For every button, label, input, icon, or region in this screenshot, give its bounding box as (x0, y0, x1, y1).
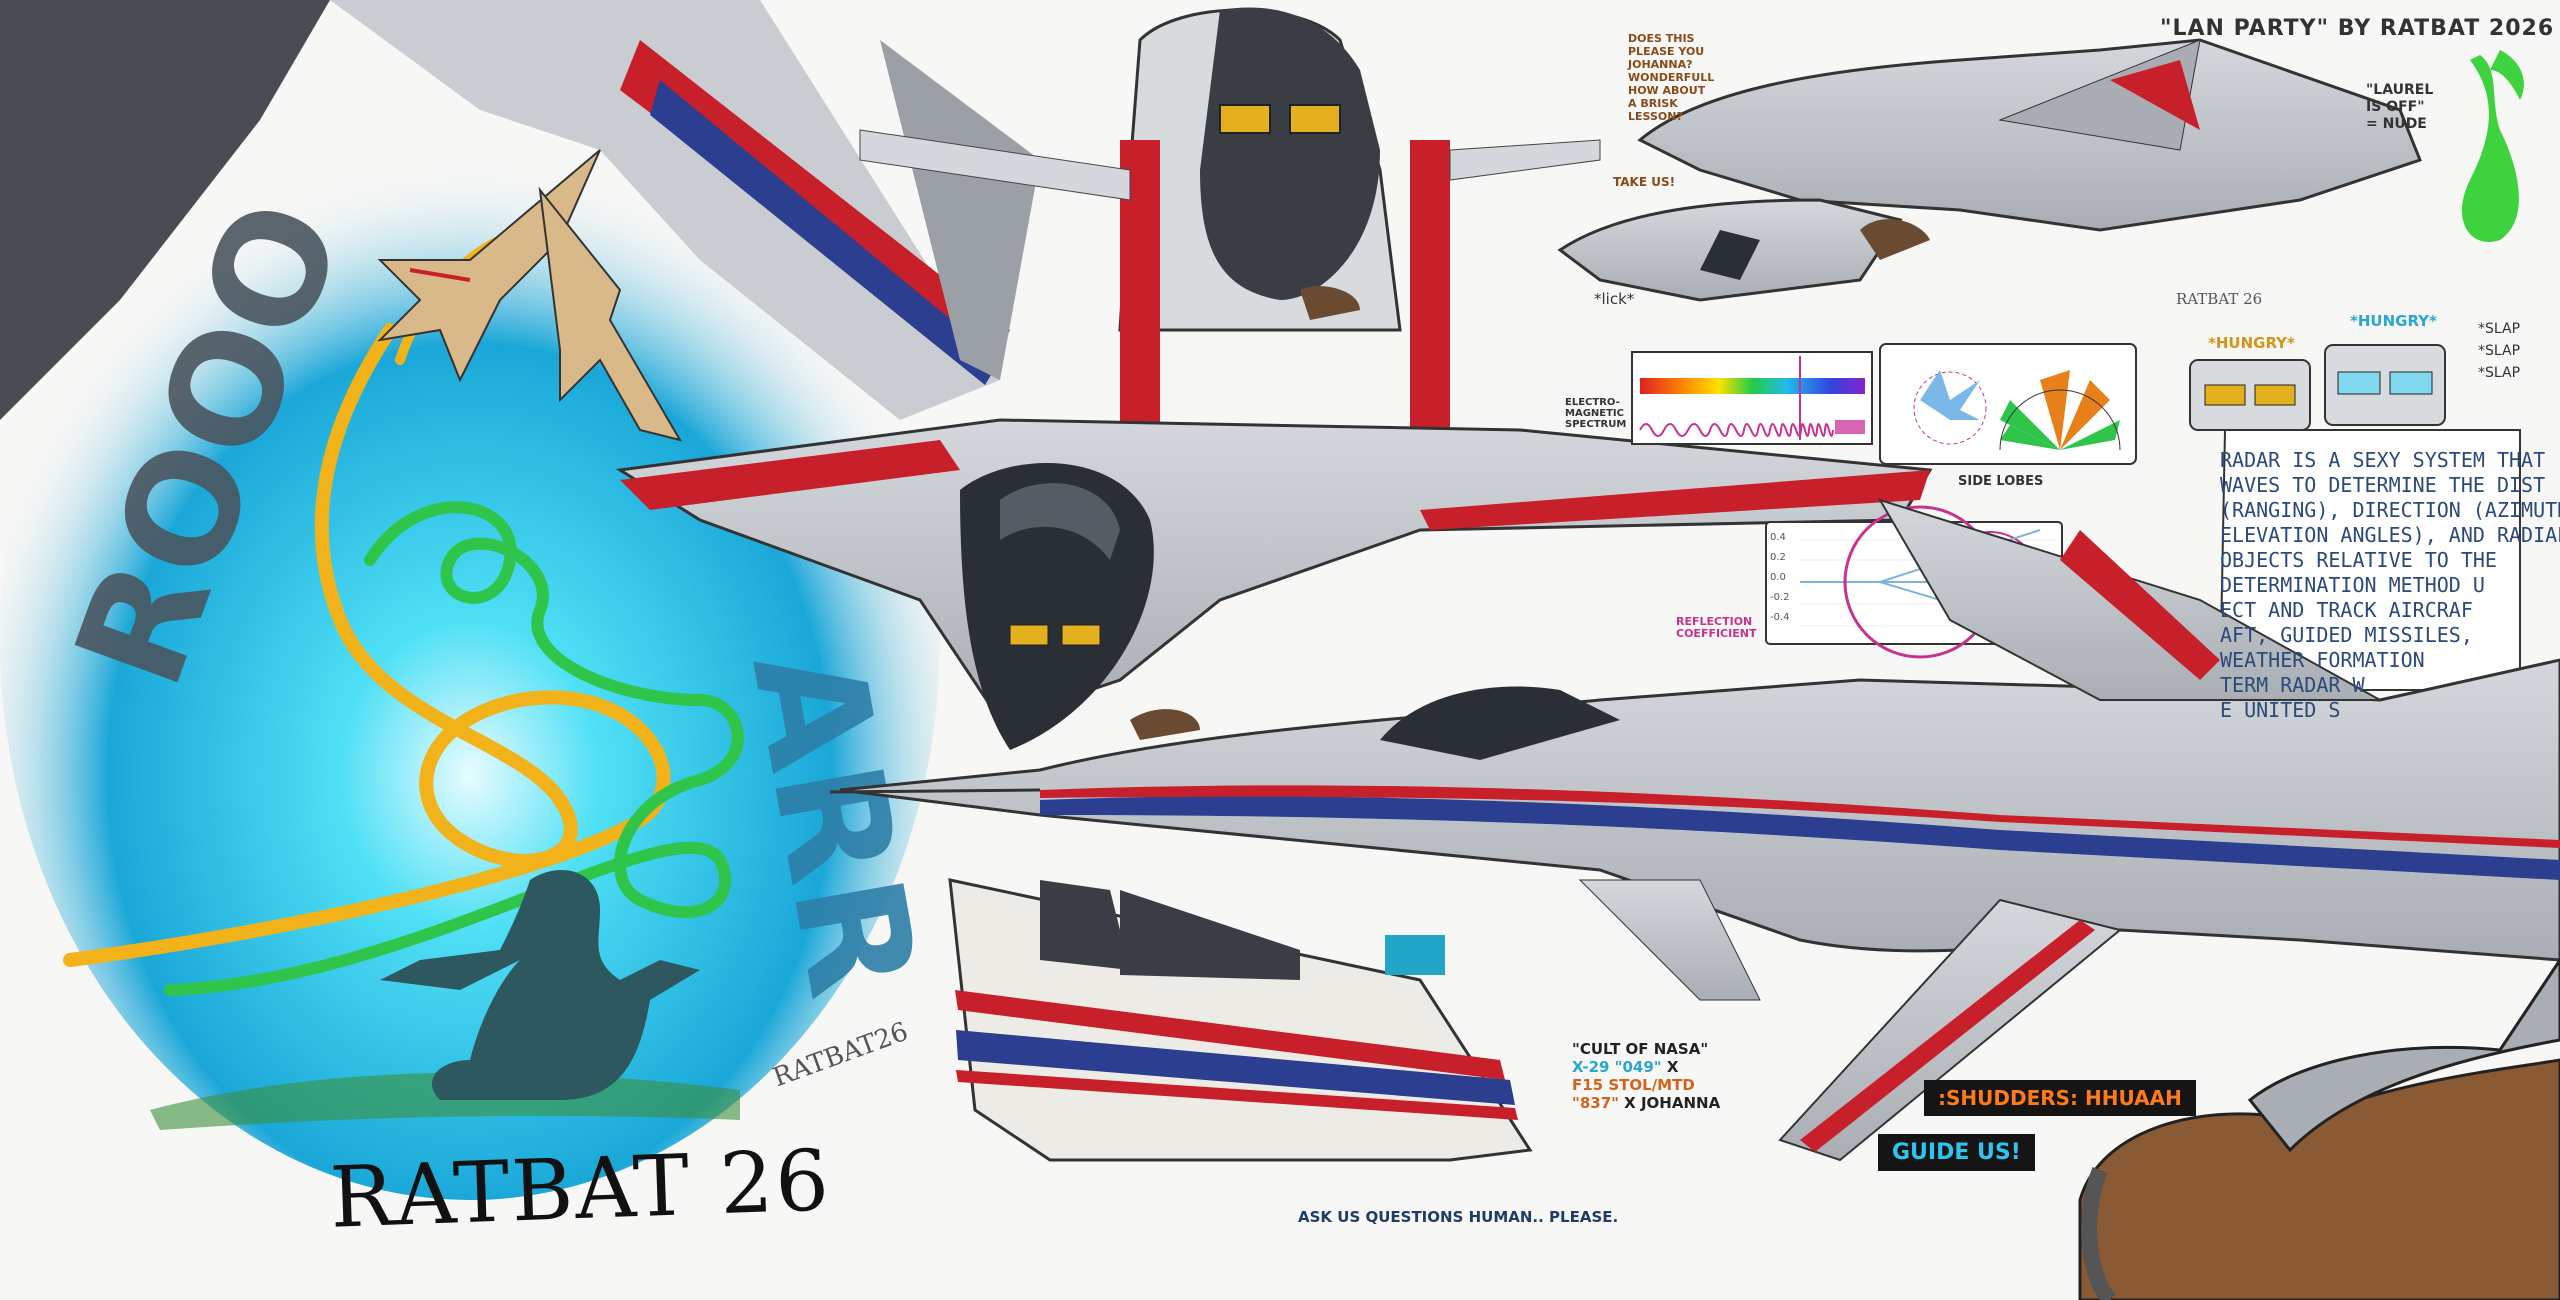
note-ask-us: ASK US QUESTIONS HUMAN.. PLEASE. (1298, 1208, 1619, 1226)
caption-guide-us: GUIDE US! (1878, 1134, 2035, 1171)
radar-line: E UNITED S (2220, 698, 2341, 722)
label-side-lobes: SIDE LOBES (1958, 474, 2044, 489)
radar-line: ECT AND TRACK AIRCRAF (2220, 598, 2473, 622)
note-lick: *lick* (1594, 290, 1635, 308)
note-line: LESSON? (1628, 110, 1683, 123)
radar-line: ELEVATION ANGLES), AND RADIAL (2220, 523, 2560, 547)
note-line: A BRISK (1628, 97, 1678, 110)
radar-line: WEATHER FORMATION (2220, 648, 2425, 672)
radar-description: RADAR IS A SEXY SYSTEM THAT WAVES TO DET… (2220, 448, 2560, 723)
tick-label: 0.4 (1770, 532, 1786, 543)
note-line: *SLAP (2478, 343, 2521, 359)
note-line: *SLAP (2478, 321, 2521, 337)
label-line: ELECTRO- (1565, 397, 1620, 408)
laurel-icon (2461, 50, 2524, 242)
top-right-jets (1557, 38, 2422, 302)
note-line: "LAUREL (2366, 82, 2434, 98)
small-jets (377, 149, 683, 442)
label-line: REFLECTION (1676, 615, 1753, 628)
credit-x29: X-29 "049" (1572, 1058, 1662, 1076)
credit-line: "CULT OF NASA" (1572, 1040, 1709, 1058)
caption-shudders: :SHUDDERS: HHUAAH (1924, 1080, 2196, 1116)
radar-line: OBJECTS RELATIVE TO THE (2220, 548, 2497, 572)
note-brisk-lesson: DOES THIS PLEASE YOU JOHANNA? WONDERFULL… (1628, 32, 1714, 123)
f15-front (615, 418, 1933, 750)
credit-837: "837" (1572, 1094, 1619, 1112)
small-signature-right: RATBAT 26 (2176, 290, 2263, 308)
bottom-right-creature (2078, 957, 2560, 1300)
credits: "CULT OF NASA" X-29 "049" X F15 STOL/MTD… (1572, 1040, 1720, 1112)
label-hungry-right: *HUNGRY* (2350, 312, 2437, 330)
radar-line: (RANGING), DIRECTION (AZIMUTH (2220, 498, 2560, 522)
note-take-us: TAKE US! (1613, 175, 1676, 189)
tick-label: 0.2 (1770, 552, 1786, 563)
credit-johanna: X JOHANNA (1618, 1094, 1721, 1112)
lower-jet-section (948, 878, 1533, 1162)
label-line: COEFFICIENT (1676, 627, 1757, 640)
credit-line: F15 STOL/MTD (1572, 1076, 1695, 1094)
x29-jet (829, 498, 2560, 1162)
label-electromagnetic-spectrum: ELECTRO- MAGNETIC SPECTRUM (1565, 397, 1626, 430)
radar-line: WAVES TO DETERMINE THE DIST (2220, 473, 2546, 497)
note-line: *SLAP (2478, 365, 2521, 381)
spectrum-diagram (1631, 351, 1873, 445)
note-line: JOHANNA? (1628, 58, 1693, 71)
radar-line: RADAR IS A SEXY SYSTEM THAT (2220, 448, 2546, 472)
hungry-faces (2189, 344, 2521, 691)
smith-chart-ticks: 0.4 0.2 0.0 -0.2 -0.4 (1770, 528, 1790, 628)
radar-line: TERM RADAR W (2220, 673, 2365, 697)
label-hungry-left: *HUNGRY* (2208, 334, 2295, 352)
radar-lobe-diagram (1879, 343, 2137, 465)
note-line: PLEASE YOU (1628, 45, 1705, 58)
note-line: HOW ABOUT (1628, 84, 1706, 97)
sky-panel (0, 0, 1040, 1200)
label-line: MAGNETIC (1565, 408, 1624, 419)
figure (150, 870, 740, 1130)
small-creatures (1130, 219, 1930, 740)
top-cockpit (859, 7, 1601, 440)
radar-line: AFT, GUIDED MISSILES, (2220, 623, 2473, 647)
note-line: = NUDE (2366, 116, 2427, 132)
note-slap: *SLAP *SLAP *SLAP (2478, 318, 2520, 384)
tick-label: -0.2 (1770, 592, 1790, 603)
artist-signature: RATBAT 26 (328, 1131, 833, 1247)
radar-line: DETERMINATION METHOD U (2220, 573, 2485, 597)
credit-line: "837" X JOHANNA (1572, 1094, 1720, 1112)
credit-line: X-29 "049" X (1572, 1058, 1720, 1076)
credit-x: X (1661, 1058, 1679, 1076)
note-line: IS OFF" (2366, 99, 2425, 115)
note-line: DOES THIS (1628, 32, 1695, 45)
label-reflection-coefficient: REFLECTION COEFFICIENT (1676, 616, 1756, 640)
tick-label: 0.0 (1770, 572, 1786, 583)
note-line: WONDERFULL (1628, 71, 1715, 84)
label-line: SPECTRUM (1565, 419, 1627, 430)
note-laurel: "LAUREL IS OFF" = NUDE (2366, 82, 2433, 133)
page-title: "LAN PARTY" BY RATBAT 2026 (2160, 16, 2555, 41)
tick-label: -0.4 (1770, 612, 1790, 623)
